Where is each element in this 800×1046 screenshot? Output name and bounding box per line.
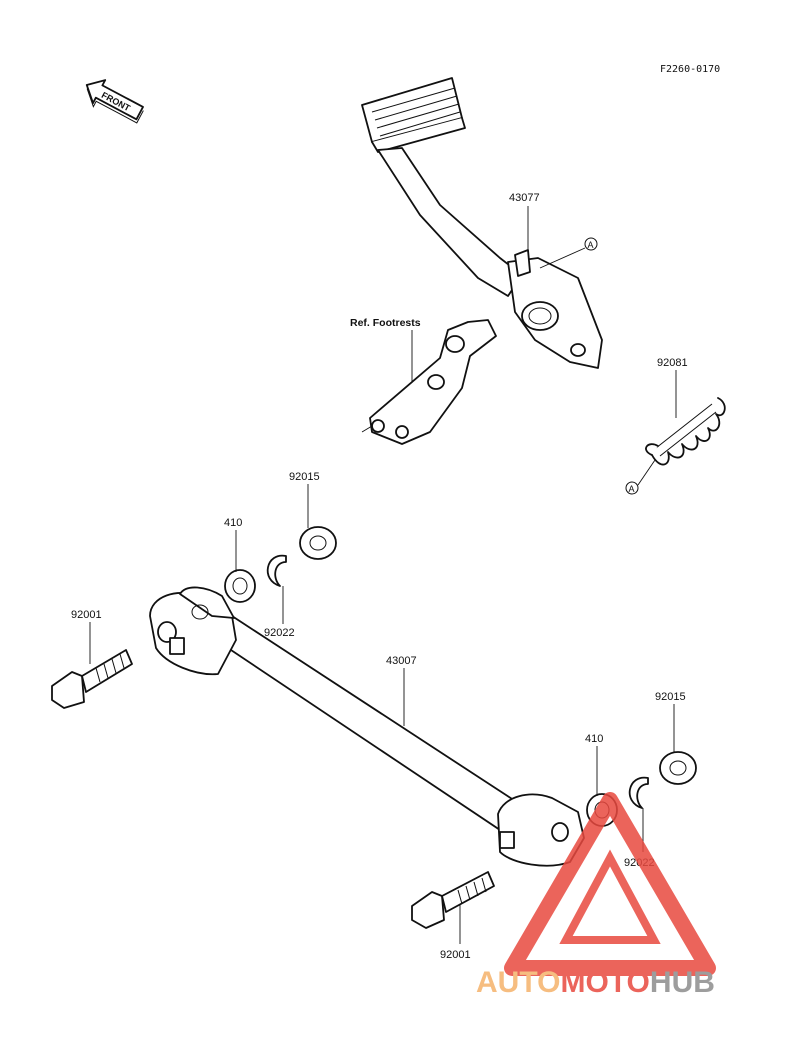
- watermark-hub: HUB: [650, 966, 715, 999]
- svg-text:AUTOMOTOHUB: AUTOMOTOHUB: [476, 966, 715, 999]
- return-spring: [645, 397, 726, 466]
- label-92001-left: 92001: [71, 609, 102, 621]
- label-43077: 43077: [509, 192, 540, 204]
- snap-ring-92022-top: [266, 554, 287, 587]
- label-92022-top: 92022: [264, 627, 295, 639]
- callout-a-spring-label: A: [629, 484, 635, 494]
- nut-92015-top: [299, 526, 337, 560]
- watermark-moto: MOTO: [560, 966, 649, 999]
- washer-410-top: [224, 569, 256, 603]
- automotohub-watermark: AUTOMOTOHUB: [476, 792, 716, 999]
- nut-92015-right: [659, 751, 697, 785]
- label-410-top: 410: [224, 517, 242, 529]
- bolt-92001-bottom: [411, 871, 495, 929]
- label-ref-footrests: Ref. Footrests: [350, 317, 421, 329]
- footrest-bracket: [361, 319, 497, 445]
- leader-lines: [89, 206, 677, 944]
- watermark-inner-triangle-icon: [559, 849, 661, 944]
- callout-a-pedal-label: A: [588, 240, 594, 250]
- diagram-code: F2260-0170: [660, 64, 720, 75]
- watermark-auto: AUTO: [476, 966, 560, 999]
- callout-a-spring: A: [625, 459, 656, 495]
- label-43007: 43007: [386, 655, 417, 667]
- bolt-92001-left: [51, 649, 133, 709]
- label-92001-bottom: 92001: [440, 949, 471, 961]
- callout-a-pedal: A: [539, 237, 598, 269]
- brake-pedal: [361, 77, 603, 369]
- snap-ring-92022-right: [628, 776, 649, 809]
- front-arrow-icon: FRONT: [85, 79, 144, 124]
- label-410-right: 410: [585, 733, 603, 745]
- label-92081: 92081: [657, 357, 688, 369]
- watermark-triangle-icon: [504, 792, 716, 976]
- brake-rod: [149, 586, 585, 867]
- label-92015-top: 92015: [289, 471, 320, 483]
- label-92015-right: 92015: [655, 691, 686, 703]
